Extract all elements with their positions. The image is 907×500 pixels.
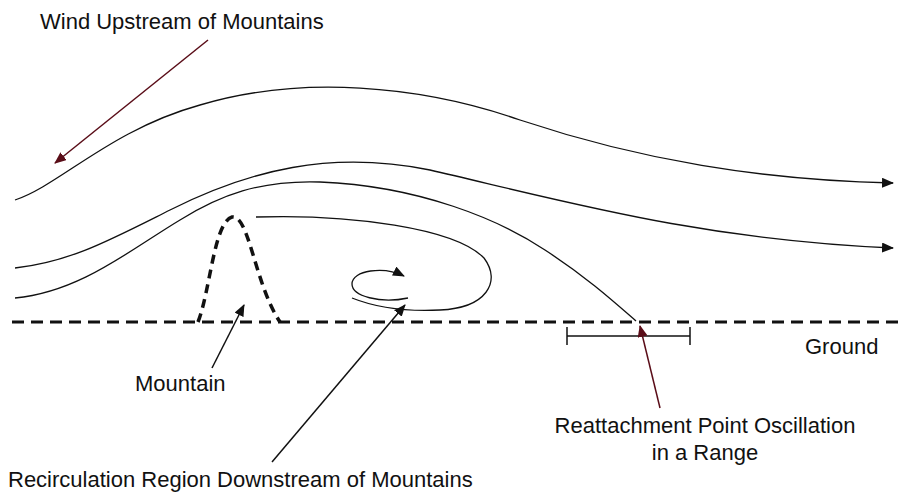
streamline	[15, 87, 893, 200]
mountain-label: Mountain	[135, 370, 226, 397]
leader-arrow	[212, 305, 244, 368]
range-bracket	[689, 327, 691, 345]
range-bracket	[566, 327, 568, 345]
dividing-streamline	[15, 182, 636, 321]
vortex-arrow	[352, 270, 408, 300]
leader-arrow	[640, 326, 660, 408]
streamline	[15, 162, 893, 268]
leader-arrow	[272, 305, 405, 462]
reattachment-label: Reattachment Point Oscillation in a Rang…	[548, 412, 863, 466]
ground-label: Ground	[805, 333, 878, 360]
recirculation-bubble	[256, 217, 491, 311]
leader-arrow	[55, 40, 208, 163]
recirculation-label: Recirculation Region Downstream of Mount…	[8, 466, 473, 493]
wind-label: Wind Upstream of Mountains	[40, 8, 324, 35]
mountain-outline	[198, 217, 280, 322]
ground-line	[12, 321, 905, 324]
range-bracket	[567, 335, 690, 337]
